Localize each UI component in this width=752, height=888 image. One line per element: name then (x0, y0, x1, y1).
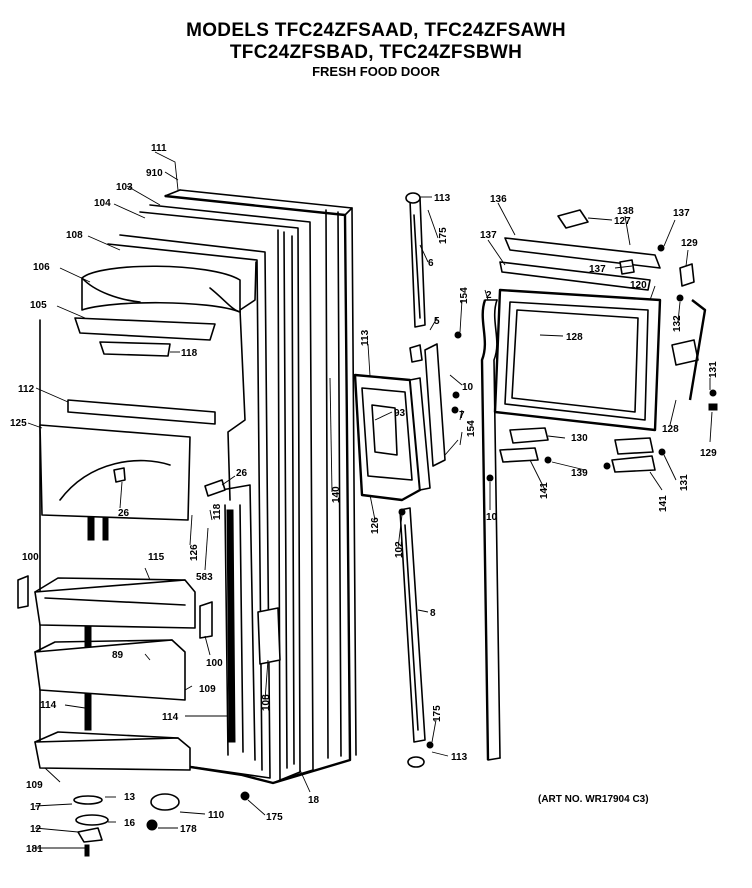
callout-113: 113 (360, 329, 371, 346)
callout-114: 114 (162, 712, 179, 723)
callout-106: 106 (33, 262, 50, 273)
callout-137: 137 (589, 264, 606, 275)
callout-120: 120 (630, 280, 647, 291)
callout-112: 112 (18, 384, 35, 395)
top-trim-strip-6 (405, 192, 426, 328)
callout-139: 139 (571, 468, 588, 479)
callout-6: 6 (428, 258, 434, 269)
callout-138: 138 (617, 206, 634, 217)
callout-141: 141 (539, 482, 550, 499)
cover-top-bar-136 (499, 237, 661, 291)
callout-102: 102 (394, 541, 405, 558)
door-gasket (139, 204, 314, 784)
callout-130: 130 (571, 433, 588, 444)
callout-910: 910 (146, 168, 163, 179)
callout-175: 175 (438, 227, 449, 244)
callout-118: 118 (212, 503, 223, 520)
callout-100: 100 (206, 658, 223, 669)
callout-12: 12 (30, 824, 42, 835)
callout-89: 89 (112, 650, 124, 661)
callout-125: 125 (10, 418, 27, 429)
callout-103: 103 (116, 182, 133, 193)
callout-26: 26 (118, 508, 130, 519)
callout-93: 93 (394, 408, 406, 419)
callout-126: 126 (370, 517, 381, 534)
callout-137: 137 (673, 208, 690, 219)
callout-109: 109 (199, 684, 216, 695)
callout-115: 115 (148, 552, 165, 563)
callout-labels: 111 910 103 104 108 106 105 118 112 125 … (10, 143, 719, 855)
shelf-brackets (17, 467, 281, 665)
cover-frame-120 (493, 288, 662, 432)
callout-128: 128 (566, 332, 583, 343)
door-shelf-109-lower (34, 731, 191, 771)
callout-10: 10 (462, 382, 474, 393)
callout-113: 113 (434, 193, 451, 204)
callout-109: 109 (26, 780, 43, 791)
callout-131: 131 (679, 474, 690, 491)
callout-18: 18 (308, 795, 320, 806)
long-rail-8 (399, 507, 426, 768)
diagram-title-line-1: MODELS TFC24ZFSAAD, TFC24ZFSAWH (186, 20, 566, 41)
callout-181: 181 (26, 844, 43, 855)
callout-108: 108 (66, 230, 83, 241)
callout-17: 17 (30, 802, 42, 813)
callout-129: 129 (681, 238, 698, 249)
callout-154: 154 (466, 420, 477, 437)
callout-132: 132 (672, 315, 683, 332)
callout-178: 178 (180, 824, 197, 835)
dairy-compartment-door (81, 265, 241, 313)
door-rail-112 (67, 399, 216, 425)
callout-175: 175 (266, 812, 283, 823)
callout-16: 16 (124, 818, 136, 829)
bottle-shelf-115 (34, 577, 196, 629)
callout-141: 141 (658, 495, 669, 512)
callout-137: 137 (480, 230, 497, 241)
callout-105: 105 (30, 300, 47, 311)
callout-114: 114 (40, 700, 57, 711)
callout-111: 111 (151, 143, 167, 154)
callout-126: 126 (189, 544, 200, 561)
callout-10: 10 (486, 512, 498, 523)
callout-5: 5 (434, 316, 440, 327)
callout-110: 110 (208, 810, 225, 821)
callout-129: 129 (700, 448, 717, 459)
callout-104: 104 (94, 198, 111, 209)
diagram-title-line-2: TFC24ZFSBAD, TFC24ZFSBWH (229, 42, 523, 63)
callout-140: 140 (331, 486, 342, 503)
callout-583: 583 (196, 572, 213, 583)
callout-8: 8 (430, 608, 436, 619)
door-shelf-109-upper (34, 639, 186, 701)
callout-2: 2 (486, 290, 492, 301)
callout-13: 13 (124, 792, 136, 803)
callout-154: 154 (459, 287, 470, 304)
callout-131: 131 (708, 361, 719, 378)
small-hardware-left (73, 791, 250, 857)
callout-26: 26 (236, 468, 248, 479)
diagram-subtitle: FRESH FOOD DOOR (312, 64, 440, 79)
rail-screws (398, 331, 462, 749)
side-handle-strip-5 (409, 343, 446, 467)
cover-hardware-right (557, 209, 718, 411)
leader-lines (27, 151, 713, 849)
dairy-compartment-bin (74, 317, 216, 357)
callout-175: 175 (432, 705, 443, 722)
callout-100: 100 (22, 552, 39, 563)
callout-136: 136 (490, 194, 507, 205)
callout-108: 108 (261, 694, 272, 711)
callout-128: 128 (662, 424, 679, 435)
callout-7: 7 (459, 410, 465, 421)
callout-113: 113 (451, 752, 468, 763)
vertical-gasket-2 (480, 299, 501, 761)
hinge-brackets (486, 427, 666, 482)
callout-127: 127 (614, 216, 631, 227)
dispenser-trim-frame (353, 373, 431, 502)
callout-118: 118 (181, 348, 198, 359)
art-number: (ART NO. WR17904 C3) (538, 794, 649, 805)
